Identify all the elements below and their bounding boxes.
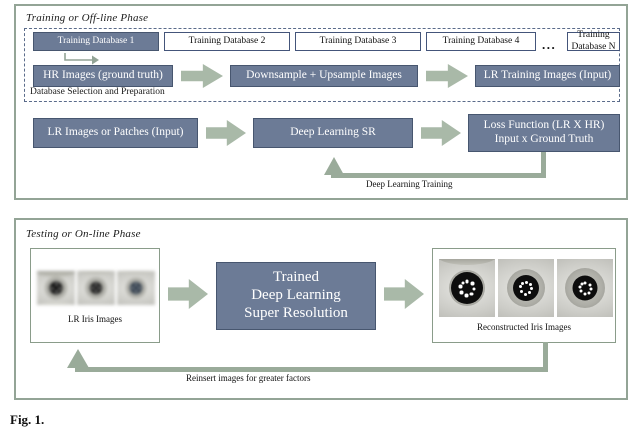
reinsert-arrowhead-icon	[67, 349, 89, 372]
deep-learning-training-caption: Deep Learning Training	[366, 179, 453, 189]
training-phase-label: Training or Off-line Phase	[26, 12, 149, 24]
lr-iris-image-2	[77, 271, 115, 305]
reconstructed-iris-image-1	[439, 259, 495, 317]
database-to-hr-connector-arrow	[64, 53, 99, 65]
reconstructed-iris-image-3	[557, 259, 613, 317]
deep-learning-sr-box[interactable]: Deep Learning SR	[253, 118, 413, 148]
training-database-3-box[interactable]: Training Database 3	[295, 32, 421, 51]
lr-iris-images-frame: LR Iris Images	[30, 248, 160, 343]
sr-block-line-1: Trained	[272, 269, 320, 286]
lr-training-images-box[interactable]: LR Training Images (Input)	[475, 65, 620, 87]
reinsert-line-vertical-right	[543, 342, 548, 372]
loss-function-line-2: Input x Ground Truth	[494, 133, 594, 145]
training-phase-panel: Training or Off-line Phase Training Data…	[14, 4, 628, 200]
trained-deep-learning-sr-block[interactable]: Trained Deep Learning Super Resolution	[216, 262, 376, 330]
reinsert-line-horizontal	[78, 367, 548, 372]
sr-block-line-3: Super Resolution	[244, 304, 348, 321]
testing-phase-label: Testing or On-line Phase	[26, 228, 141, 240]
lr-iris-image-1	[37, 271, 75, 305]
reconstructed-iris-images-frame: Reconstructed Iris Images	[432, 248, 616, 343]
training-database-2-box[interactable]: Training Database 2	[164, 32, 290, 51]
reconstructed-iris-image-2	[498, 259, 554, 317]
arrow-sr-to-loss-icon	[421, 120, 461, 146]
arrow-patches-to-sr-icon	[206, 120, 246, 146]
training-database-4-box[interactable]: Training Database 4	[426, 32, 536, 51]
sr-block-line-2: Deep Learning	[251, 287, 341, 304]
figure-caption: Fig. 1.	[10, 412, 630, 428]
downsample-upsample-box[interactable]: Downsample + Upsample Images	[230, 65, 418, 87]
arrow-lr-to-sr-icon	[168, 279, 208, 309]
database-selection-sublabel: Database Selection and Preparation	[30, 87, 165, 97]
testing-phase-panel: Testing or On-line Phase	[14, 218, 628, 400]
databases-ellipsis: ...	[542, 37, 557, 52]
feedback-line-vertical-right	[541, 152, 546, 178]
lr-iris-image-3	[117, 271, 155, 305]
reconstructed-iris-image-strip	[439, 259, 613, 317]
feedback-arrowhead-training-icon	[324, 157, 344, 178]
hr-images-box[interactable]: HR Images (ground truth)	[33, 65, 173, 87]
loss-function-box[interactable]: Loss Function (LR X HR) Input x Ground T…	[468, 114, 620, 152]
lr-images-or-patches-box[interactable]: LR Images or Patches (Input)	[33, 118, 198, 148]
lr-iris-images-caption: LR Iris Images	[68, 314, 122, 324]
reinsert-images-caption: Reinsert images for greater factors	[186, 373, 311, 383]
arrow-sr-to-output-icon	[384, 279, 424, 309]
figure-caption-label: Fig. 1.	[10, 412, 45, 427]
loss-function-line-1: Loss Function (LR X HR)	[483, 119, 605, 132]
lr-iris-image-strip	[37, 271, 155, 305]
feedback-line-horizontal	[336, 173, 546, 178]
training-database-n-box[interactable]: Training Database N	[567, 30, 620, 52]
training-database-1-box[interactable]: Training Database 1	[33, 32, 159, 51]
reconstructed-iris-images-caption: Reconstructed Iris Images	[477, 322, 571, 332]
